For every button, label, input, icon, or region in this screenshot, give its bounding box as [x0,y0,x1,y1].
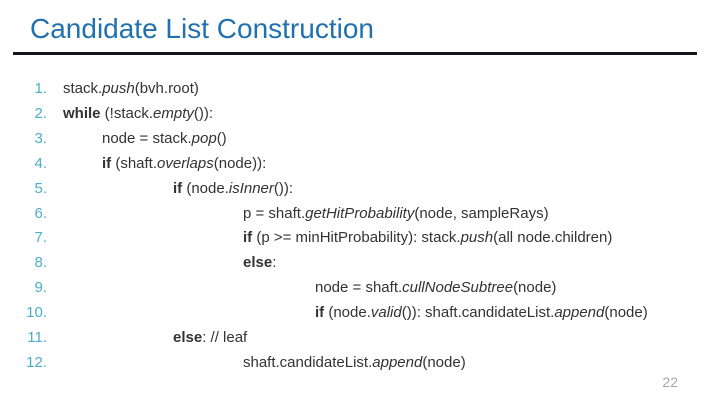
code-segment: (!stack. [100,104,154,122]
code-segment: pop [191,129,217,147]
code-segment: p = shaft. [243,204,306,222]
line-content: p = shaft.getHitProbability(node, sample… [243,204,549,223]
line-number: 1. [34,80,47,97]
line-content: node = stack.pop() [102,129,227,148]
line-number: 2. [34,104,47,122]
line-number: 8. [34,254,47,272]
page-number: 22 [662,374,678,390]
line-content: stack.push(bvh.root) [63,79,199,98]
code-segment: if [315,304,325,322]
code-segment: (node, sampleRays) [414,204,549,222]
code-segment: node = shaft. [315,279,403,297]
slide-title: Candidate List Construction [30,13,374,44]
title-underline [13,52,697,55]
line-content: while (!stack.empty()): [63,104,213,123]
code-segment: node = stack. [102,129,192,147]
code-segment: (node. [182,179,229,197]
code-segment: (node)): [213,154,267,172]
code-segment: (bvh.root) [134,80,199,97]
code-segment: append [372,353,423,371]
code-segment: empty [153,104,194,122]
code-segment: shaft.candidateList. [243,353,373,371]
code-line: 6. p = shaft.getHitProbability(node, samp… [0,204,720,224]
line-content: shaft.candidateList.append(node) [243,353,466,372]
code-segment: (node. [324,304,371,322]
code-segment: (p >= minHitProbability): stack. [252,229,461,247]
code-segment: while [63,104,101,122]
code-segment: valid [370,304,402,322]
code-line: 7. if (p >= minHitProbability): stack.pus… [0,228,720,248]
line-number: 12. [26,353,47,371]
code-line: 8. else: [0,253,720,273]
code-segment: else [243,254,273,272]
line-content: if (node.valid()): shaft.candidateList.a… [315,303,648,322]
code-line: 9. node = shaft.cullNodeSubtree(node) [0,278,720,298]
line-content: if (node.isInner()): [173,179,293,198]
code-segment: push [102,80,135,97]
line-number: 4. [34,154,47,172]
code-line: 2. while (!stack.empty()): [0,104,720,124]
code-segment: : [272,254,277,272]
code-line: 5. if (node.isInner()): [0,179,720,199]
line-content: if (p >= minHitProbability): stack.push(… [243,228,612,247]
code-segment: (node) [604,304,648,322]
code-segment: cullNodeSubtree [402,279,514,297]
line-number: 6. [34,204,47,222]
code-segment: getHitProbability [305,204,415,222]
code-segment: ()): shaft.candidateList. [401,304,555,322]
code-line: 12. shaft.candidateList.append(node) [0,353,720,373]
line-number: 3. [34,129,47,147]
code-line: 1. stack.push(bvh.root) [0,79,720,99]
code-segment: if [102,154,112,172]
code-segment: (shaft. [111,154,158,172]
code-segment: if [243,229,253,247]
code-segment: else [173,329,203,346]
code-segment: overlaps [157,154,214,172]
code-line: 11. else: // leaf [0,328,720,348]
line-content: else: // leaf [173,328,247,347]
code-segment: (all node.children) [493,229,613,247]
code-segment: : // leaf [202,329,248,346]
line-number: 11. [27,329,47,346]
code-segment: append [554,304,605,322]
code-line: 4. if (shaft.overlaps(node)): [0,154,720,174]
line-number: 9. [34,279,47,297]
line-content: else: [243,253,276,272]
line-number: 7. [34,229,47,247]
code-segment: push [460,229,494,247]
code-line: 3. node = stack.pop() [0,129,720,149]
code-segment: if [173,179,183,197]
code-segment: (node) [513,279,557,297]
code-segment: (node) [422,353,466,371]
line-content: if (shaft.overlaps(node)): [102,154,266,173]
line-number: 5. [34,179,47,197]
code-segment: ()): [193,104,214,122]
code-segment: ()): [273,179,294,197]
code-segment: () [216,129,227,147]
line-content: node = shaft.cullNodeSubtree(node) [315,278,556,297]
code-segment: stack. [63,80,103,97]
line-number: 10. [26,304,47,322]
code-segment: isInner [228,179,274,197]
code-line: 10. if (node.valid()): shaft.candidateLis… [0,303,720,323]
